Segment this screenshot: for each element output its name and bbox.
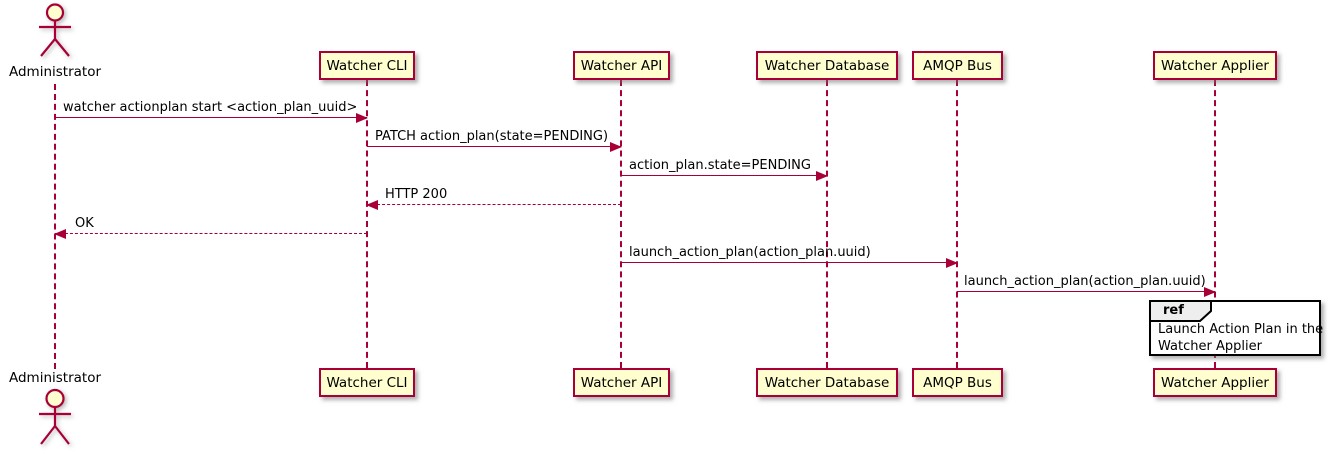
message-label: watcher actionplan start <action_plan_uu… (63, 100, 358, 115)
arrowhead-icon (54, 228, 66, 239)
message-line (55, 233, 367, 234)
arrowhead-icon (356, 112, 368, 123)
ref-fragment: ref Launch Action Plan in the Watcher Ap… (1149, 300, 1323, 356)
participant-watcher-applier-bottom: Watcher Applier (1153, 368, 1277, 397)
message-launch-action-plan-amqp: launch_action_plan(action_plan.uuid) (621, 245, 958, 268)
ref-keyword: ref (1163, 303, 1184, 318)
lifeline-watcher-api (620, 80, 622, 368)
message-launch-action-plan-applier: launch_action_plan(action_plan.uuid) (957, 274, 1216, 297)
participant-watcher-cli-bottom: Watcher CLI (319, 368, 415, 397)
participant-watcher-cli-top: Watcher CLI (319, 51, 415, 80)
ref-text-line1: Launch Action Plan in the (1158, 322, 1324, 337)
message-label: action_plan.state=PENDING (629, 158, 811, 173)
message-patch-action-plan: PATCH action_plan(state=PENDING) (367, 129, 622, 152)
ref-tab-icon (1149, 300, 1212, 322)
arrowhead-icon (610, 141, 622, 152)
ref-text: Launch Action Plan in the Watcher Applie… (1158, 321, 1323, 355)
message-ok: OK (54, 216, 367, 239)
arrowhead-icon (366, 199, 378, 210)
ref-text-line2: Watcher Applier (1158, 339, 1262, 354)
participant-amqp-bus-bottom: AMQP Bus (912, 368, 1003, 397)
message-label: PATCH action_plan(state=PENDING) (375, 129, 609, 144)
message-line (367, 204, 621, 205)
actor-label-top: Administrator (8, 64, 102, 80)
participant-watcher-api-top: Watcher API (573, 51, 670, 80)
participant-watcher-applier-top: Watcher Applier (1153, 51, 1277, 80)
actor-icon (39, 388, 71, 445)
actor-label-bottom: Administrator (8, 370, 102, 386)
message-label: HTTP 200 (385, 187, 448, 202)
arrowhead-icon (946, 257, 958, 268)
participant-watcher-database-bottom: Watcher Database (756, 368, 898, 397)
participant-amqp-bus-top: AMQP Bus (912, 51, 1003, 80)
message-line (55, 117, 367, 118)
participant-watcher-database-top: Watcher Database (756, 51, 898, 80)
message-state-pending: action_plan.state=PENDING (621, 158, 828, 181)
message-label: launch_action_plan(action_plan.uuid) (629, 245, 871, 260)
message-http-200: HTTP 200 (366, 187, 621, 210)
arrowhead-icon (816, 170, 828, 181)
lifeline-watcher-applier (1214, 80, 1216, 368)
message-label: launch_action_plan(action_plan.uuid) (964, 274, 1206, 289)
message-line (957, 291, 1215, 292)
lifeline-amqp-bus (956, 80, 958, 368)
message-label: OK (75, 216, 94, 231)
actor-icon (39, 3, 71, 57)
lifeline-watcher-database (826, 80, 828, 368)
lifeline-watcher-cli (366, 80, 368, 368)
message-line (367, 146, 621, 147)
message-start-actionplan: watcher actionplan start <action_plan_uu… (55, 100, 368, 123)
message-line (621, 175, 827, 176)
message-line (621, 262, 957, 263)
arrowhead-icon (1204, 286, 1216, 297)
lifeline-administrator (54, 84, 56, 369)
participant-watcher-api-bottom: Watcher API (573, 368, 670, 397)
